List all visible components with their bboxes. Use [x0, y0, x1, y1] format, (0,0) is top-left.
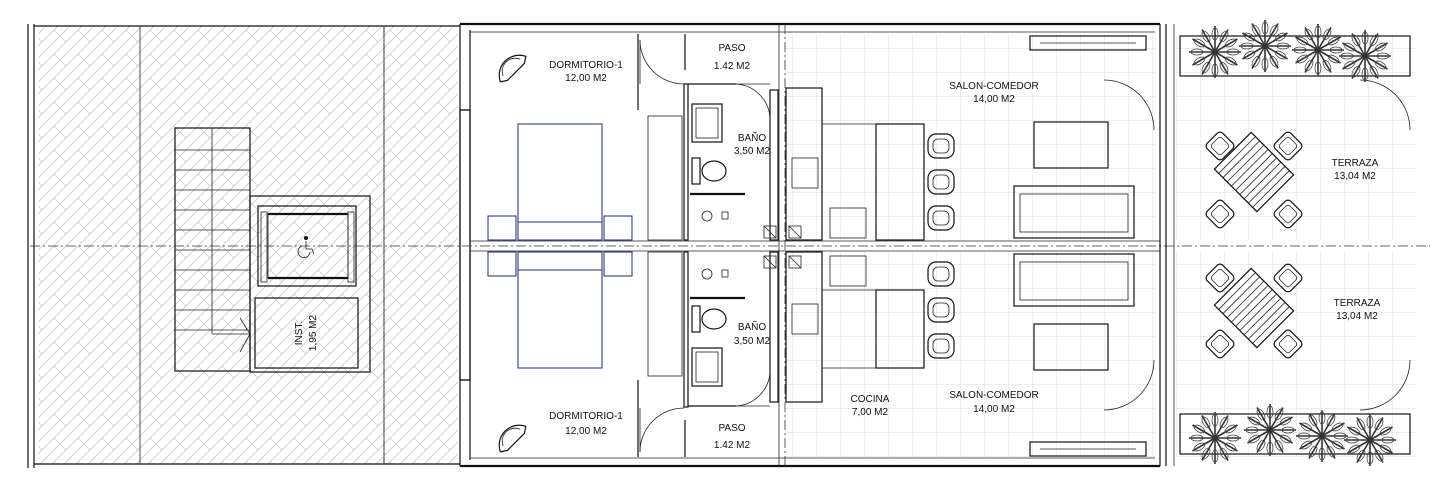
paso-top-name: PASO [718, 43, 745, 54]
room-labels: DORMITORIO-1 12,00 M2 PASO 1.42 M2 BAÑO … [549, 43, 1381, 451]
table-slat [1226, 280, 1265, 319]
left-common-area [27, 24, 460, 468]
terraza-top-area: 13,04 M2 [1334, 171, 1376, 182]
planters [1179, 20, 1411, 466]
table-slat [1235, 153, 1273, 191]
table-slat [1231, 285, 1269, 323]
bar-stool [927, 205, 955, 231]
terraza-bot-name: TERRAZA [1334, 298, 1381, 309]
terrace-chair [1205, 131, 1235, 161]
paso-bot-name: PASO [718, 423, 745, 434]
plant [1239, 20, 1291, 72]
terraza-bot-area: 13,04 M2 [1336, 311, 1378, 322]
inst-name: INST. [294, 321, 305, 345]
table-slat [1222, 140, 1260, 178]
cocina-bot-name: COCINA [851, 394, 890, 405]
table-slat [1252, 306, 1290, 344]
table-slat [1248, 302, 1286, 340]
terrace-chair [1273, 329, 1303, 359]
doors [639, 39, 1411, 453]
terrace-chair [1205, 199, 1235, 229]
terrace-chair [1205, 263, 1235, 293]
tiles-bottom [785, 252, 1155, 457]
terrace-tiles-bottom [1176, 252, 1416, 457]
bar-stool [927, 133, 955, 159]
staircase [174, 127, 251, 372]
table-slat [1226, 144, 1265, 183]
interior-partitions [637, 34, 779, 457]
table-slat [1243, 161, 1282, 200]
dorm-bot-area: 12,00 M2 [565, 426, 607, 437]
plant [1339, 30, 1391, 82]
kitchen-units [785, 87, 925, 403]
table-slat [1252, 170, 1290, 208]
table-slat [1248, 166, 1286, 204]
dorm-bot-name: DORMITORIO-1 [549, 411, 623, 422]
bano-bot-area: 3,50 M2 [734, 336, 771, 347]
table-slat [1235, 289, 1273, 327]
bar-stool [927, 333, 955, 359]
table-slat [1218, 272, 1256, 310]
terrace-chair [1273, 263, 1303, 293]
terrace-chair [1273, 199, 1303, 229]
wheelchair-accessible-icon [297, 236, 315, 258]
table-slat [1243, 297, 1282, 336]
table-slat [1218, 136, 1256, 174]
bar-stools [927, 133, 955, 359]
terrace-chair [1205, 329, 1235, 359]
bar-stool [927, 169, 955, 195]
salon-bot-area: 14,00 M2 [973, 404, 1015, 415]
dorm-top-name: DORMITORIO-1 [549, 60, 623, 71]
table-slat [1222, 276, 1260, 314]
paso-top-area: 1.42 M2 [714, 61, 751, 72]
apartment-walls [30, 22, 1430, 468]
living-furniture [1013, 35, 1147, 457]
plant [1189, 26, 1241, 78]
salon-top-area: 14,00 M2 [973, 94, 1015, 105]
plant [1189, 412, 1241, 464]
table-slat [1231, 149, 1269, 187]
table-slat [1239, 293, 1277, 331]
plant [1344, 414, 1396, 466]
bar-stool [927, 297, 955, 323]
terrace-chair [1273, 131, 1303, 161]
beds [487, 123, 633, 369]
bano-top-area: 3,50 M2 [734, 146, 771, 157]
terrace-tables [1205, 131, 1303, 359]
paso-bot-area: 1.42 M2 [714, 440, 751, 451]
bano-bot-name: BAÑO [738, 320, 767, 333]
plant [1292, 24, 1344, 76]
cocina-bot-area: 7,00 M2 [852, 407, 889, 418]
inst-area: 1,95 M2 [308, 314, 319, 351]
terraza-top-name: TERRAZA [1332, 158, 1379, 169]
bathroom-fixtures [690, 103, 802, 387]
salon-top-name: SALON-COMEDOR [949, 81, 1038, 92]
armchairs [498, 54, 527, 453]
bano-top-name: BAÑO [738, 131, 767, 144]
bar-stool [927, 261, 955, 287]
plant [1296, 410, 1348, 462]
salon-bot-name: SALON-COMEDOR [949, 390, 1038, 401]
tiles-top [785, 34, 1155, 240]
plant [1244, 404, 1296, 456]
dorm-top-area: 12,00 M2 [565, 73, 607, 84]
table-slat [1239, 157, 1277, 195]
